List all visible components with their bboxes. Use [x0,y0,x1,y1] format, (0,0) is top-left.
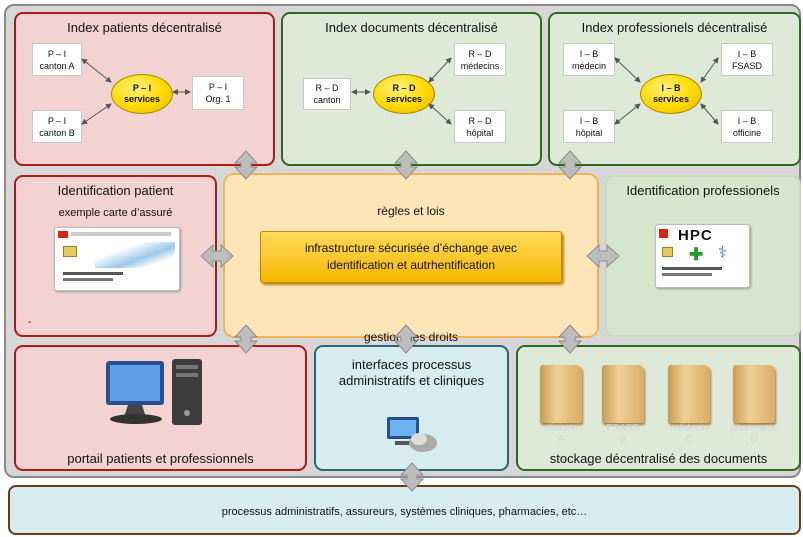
caduceus-icon: ⚕ [718,243,728,262]
interfaces-panel: interfaces processus administratifs et c… [314,345,509,471]
folder-icon [733,365,775,423]
processes-title: processus administratifs, assureurs, sys… [221,506,588,518]
secure-infrastructure-bar: infrastructure sécurisée d’échange avec … [260,231,562,283]
network-computer-icon [387,417,437,452]
folder-icon [668,365,710,423]
processes-bar: processus administratifs, assureurs, sys… [8,485,801,535]
pro-identification-panel: Identification professionels HPC ✚ ⚕ [605,175,801,337]
computer-icon [106,359,202,425]
panel-title: Index documents décentralisé [325,20,498,35]
hpc-card-image: HPC ✚ ⚕ [655,224,750,288]
folder-icon [602,365,644,423]
patient-identification-panel: Identification patient exemple carte d’a… [14,175,217,337]
portal-panel: portail patients et professionnels [14,345,307,471]
folder-icon [540,365,582,423]
double-arrows [200,150,620,492]
panel-title: Identification patient [57,183,174,198]
panel-title: Identification professionels [626,183,780,198]
connector-arrows [81,57,719,125]
panel-subtitle: exemple carte d’assuré [58,207,173,219]
insurance-card-image [54,227,180,291]
patient-note: - [28,317,32,328]
panel-title: Index patients décentralisé [67,20,222,35]
panel-title: Index professionels décentralisé [581,20,768,35]
interfaces-title: interfaces processus administratifs et c… [338,357,485,388]
storage-title: stockage décentralisé des documents [549,451,768,466]
cross-icon: ✚ [689,245,704,264]
rules-title: règles et lois [377,204,445,218]
hpc-card-text: HPC [678,227,713,244]
portal-title: portail patients et professionnels [67,451,254,466]
